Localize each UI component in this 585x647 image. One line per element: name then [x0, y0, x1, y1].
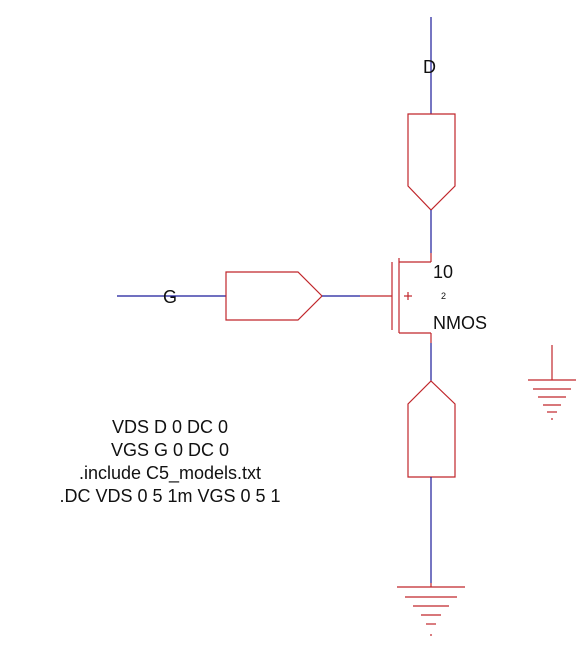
spice-netlist-text: VDS D 0 DC 0 VGS G 0 DC 0 .include C5_mo…	[10, 416, 330, 508]
gate-voltage-source[interactable]	[225, 271, 323, 321]
nmos-transistor[interactable]	[360, 253, 432, 343]
ground-symbol-right[interactable]	[528, 345, 576, 420]
ground-symbol-bottom[interactable]	[397, 583, 465, 636]
netlist-line-vgs: VGS G 0 DC 0	[110, 440, 230, 460]
device-type-label: NMOS	[433, 313, 487, 333]
source-element[interactable]	[407, 380, 456, 478]
device-pin-label: 2	[441, 291, 446, 301]
gate-net-label: G	[163, 287, 177, 307]
drain-net-label: D	[423, 57, 436, 77]
netlist-line-vds: VDS D 0 DC 0	[111, 417, 229, 437]
device-value-label: 10	[433, 262, 453, 282]
drain-voltage-source[interactable]	[407, 113, 456, 211]
netlist-line-include: .include C5_models.txt	[78, 463, 262, 483]
netlist-line-dc-sweep: .DC VDS 0 5 1m VGS 0 5 1	[59, 486, 281, 506]
